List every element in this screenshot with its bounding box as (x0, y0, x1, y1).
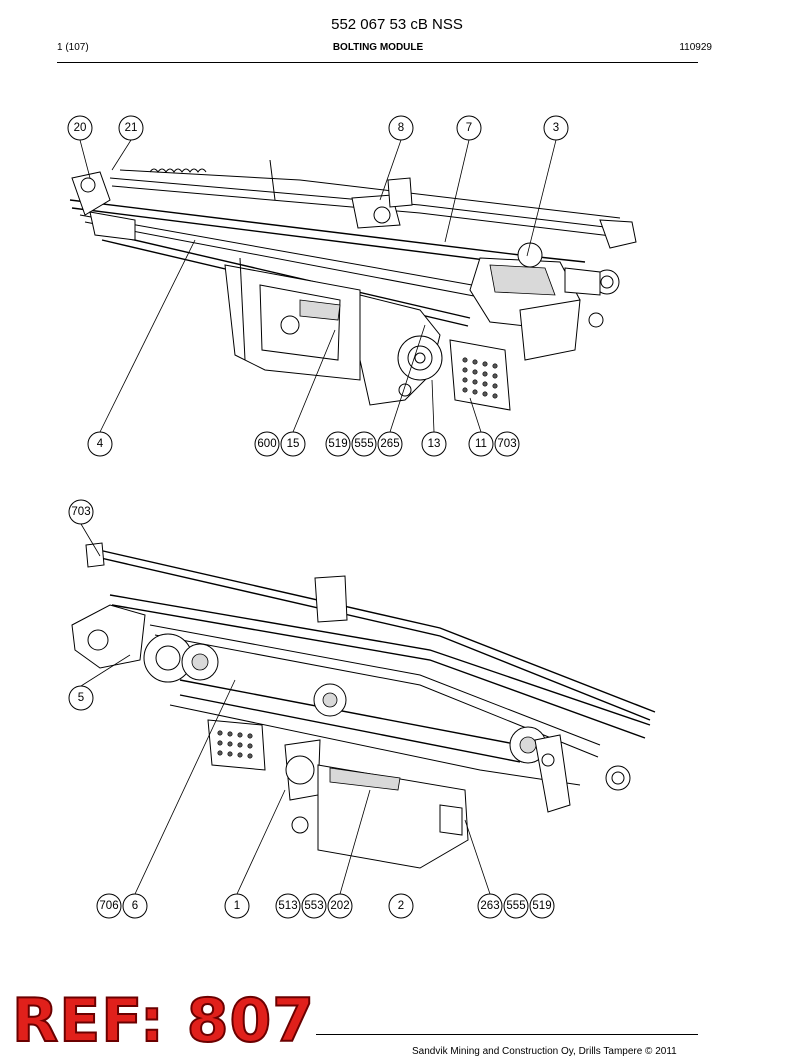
svg-text:3: 3 (553, 122, 559, 134)
svg-text:706: 706 (99, 900, 118, 912)
svg-text:1: 1 (234, 900, 240, 912)
bolting-module-bottom-view: 703 5 706 6 1 513 553 202 2 263 555 519 (68, 499, 656, 919)
callout-group-top: 20 21 8 7 3 4 600 15 519 555 265 13 11 7… (67, 115, 569, 457)
callout-bottom-12[interactable]: 519 (529, 893, 555, 919)
ref-stamp: REF: 807 (11, 985, 316, 1057)
svg-text:2: 2 (398, 900, 404, 912)
svg-text:263: 263 (480, 900, 499, 912)
page-number: 1 (107) (57, 42, 89, 53)
document-number: 552 067 53 cB NSS (331, 16, 463, 33)
svg-text:513: 513 (278, 900, 297, 912)
svg-text:21: 21 (125, 122, 138, 134)
callout-top-11[interactable]: 265 (377, 431, 403, 457)
callout-bottom-7[interactable]: 553 (301, 893, 327, 919)
svg-text:7: 7 (466, 122, 472, 134)
svg-text:519: 519 (532, 900, 551, 912)
svg-text:553: 553 (304, 900, 323, 912)
footer-rule (316, 1034, 698, 1035)
svg-text:265: 265 (380, 438, 399, 450)
callout-top-14[interactable]: 703 (494, 431, 520, 457)
footer-copyright: Sandvik Mining and Construction Oy, Dril… (412, 1046, 677, 1057)
svg-text:555: 555 (506, 900, 525, 912)
callout-bottom-8[interactable]: 202 (327, 893, 353, 919)
svg-text:13: 13 (428, 438, 441, 450)
callout-top-10[interactable]: 555 (351, 431, 377, 457)
svg-text:11: 11 (475, 438, 487, 450)
callout-top-2[interactable]: 21 (118, 115, 144, 141)
callout-top-6[interactable]: 4 (87, 431, 113, 457)
callout-bottom-4[interactable]: 6 (122, 893, 148, 919)
svg-text:202: 202 (330, 900, 349, 912)
callout-bottom-2[interactable]: 5 (68, 685, 94, 711)
callout-top-12[interactable]: 13 (421, 431, 447, 457)
callout-top-1[interactable]: 20 (67, 115, 93, 141)
svg-text:5: 5 (78, 692, 84, 704)
svg-text:6: 6 (132, 900, 138, 912)
date-code: 110929 (679, 42, 712, 53)
callout-group-bottom: 703 5 706 6 1 513 553 202 2 263 555 519 (68, 499, 555, 919)
callout-top-8[interactable]: 15 (280, 431, 306, 457)
svg-text:555: 555 (354, 438, 373, 450)
callout-bottom-6[interactable]: 513 (275, 893, 301, 919)
callout-top-9[interactable]: 519 (325, 431, 351, 457)
svg-text:519: 519 (328, 438, 347, 450)
header-rule (57, 62, 698, 63)
callout-top-7[interactable]: 600 (254, 431, 280, 457)
svg-text:20: 20 (74, 122, 87, 134)
callout-bottom-3[interactable]: 706 (96, 893, 122, 919)
callout-bottom-5[interactable]: 1 (224, 893, 250, 919)
callout-top-3[interactable]: 8 (388, 115, 414, 141)
svg-text:15: 15 (287, 438, 300, 450)
callout-top-4[interactable]: 7 (456, 115, 482, 141)
callout-bottom-10[interactable]: 263 (477, 893, 503, 919)
callout-top-13[interactable]: 11 (468, 431, 494, 457)
bolting-module-top-view: 20 21 8 7 3 4 600 15 519 555 265 13 11 7… (67, 115, 637, 457)
callout-top-5[interactable]: 3 (543, 115, 569, 141)
callout-bottom-1[interactable]: 703 (68, 499, 94, 525)
module-title: BOLTING MODULE (332, 42, 424, 53)
svg-text:4: 4 (97, 438, 104, 450)
svg-text:600: 600 (257, 438, 276, 450)
svg-text:8: 8 (398, 122, 404, 134)
svg-text:703: 703 (71, 506, 90, 518)
svg-text:703: 703 (497, 438, 516, 450)
callout-bottom-11[interactable]: 555 (503, 893, 529, 919)
callout-bottom-9[interactable]: 2 (388, 893, 414, 919)
